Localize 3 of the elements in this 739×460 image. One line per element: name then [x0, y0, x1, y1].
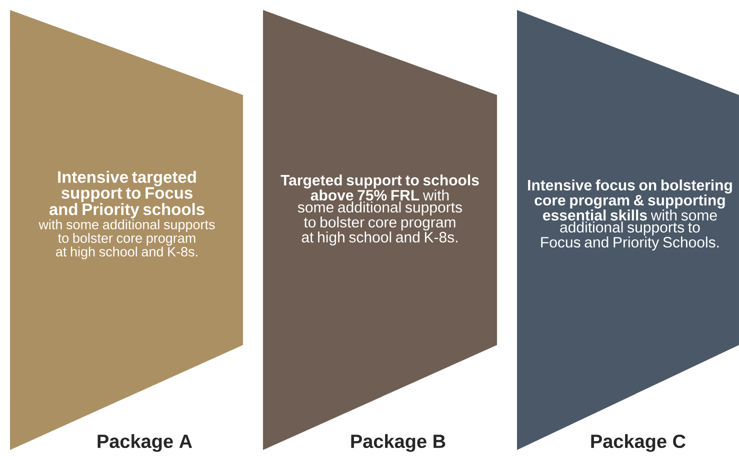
- package-label: Package C: [591, 434, 686, 452]
- package-label: Package A: [98, 434, 192, 452]
- package-label: Package B: [351, 434, 446, 452]
